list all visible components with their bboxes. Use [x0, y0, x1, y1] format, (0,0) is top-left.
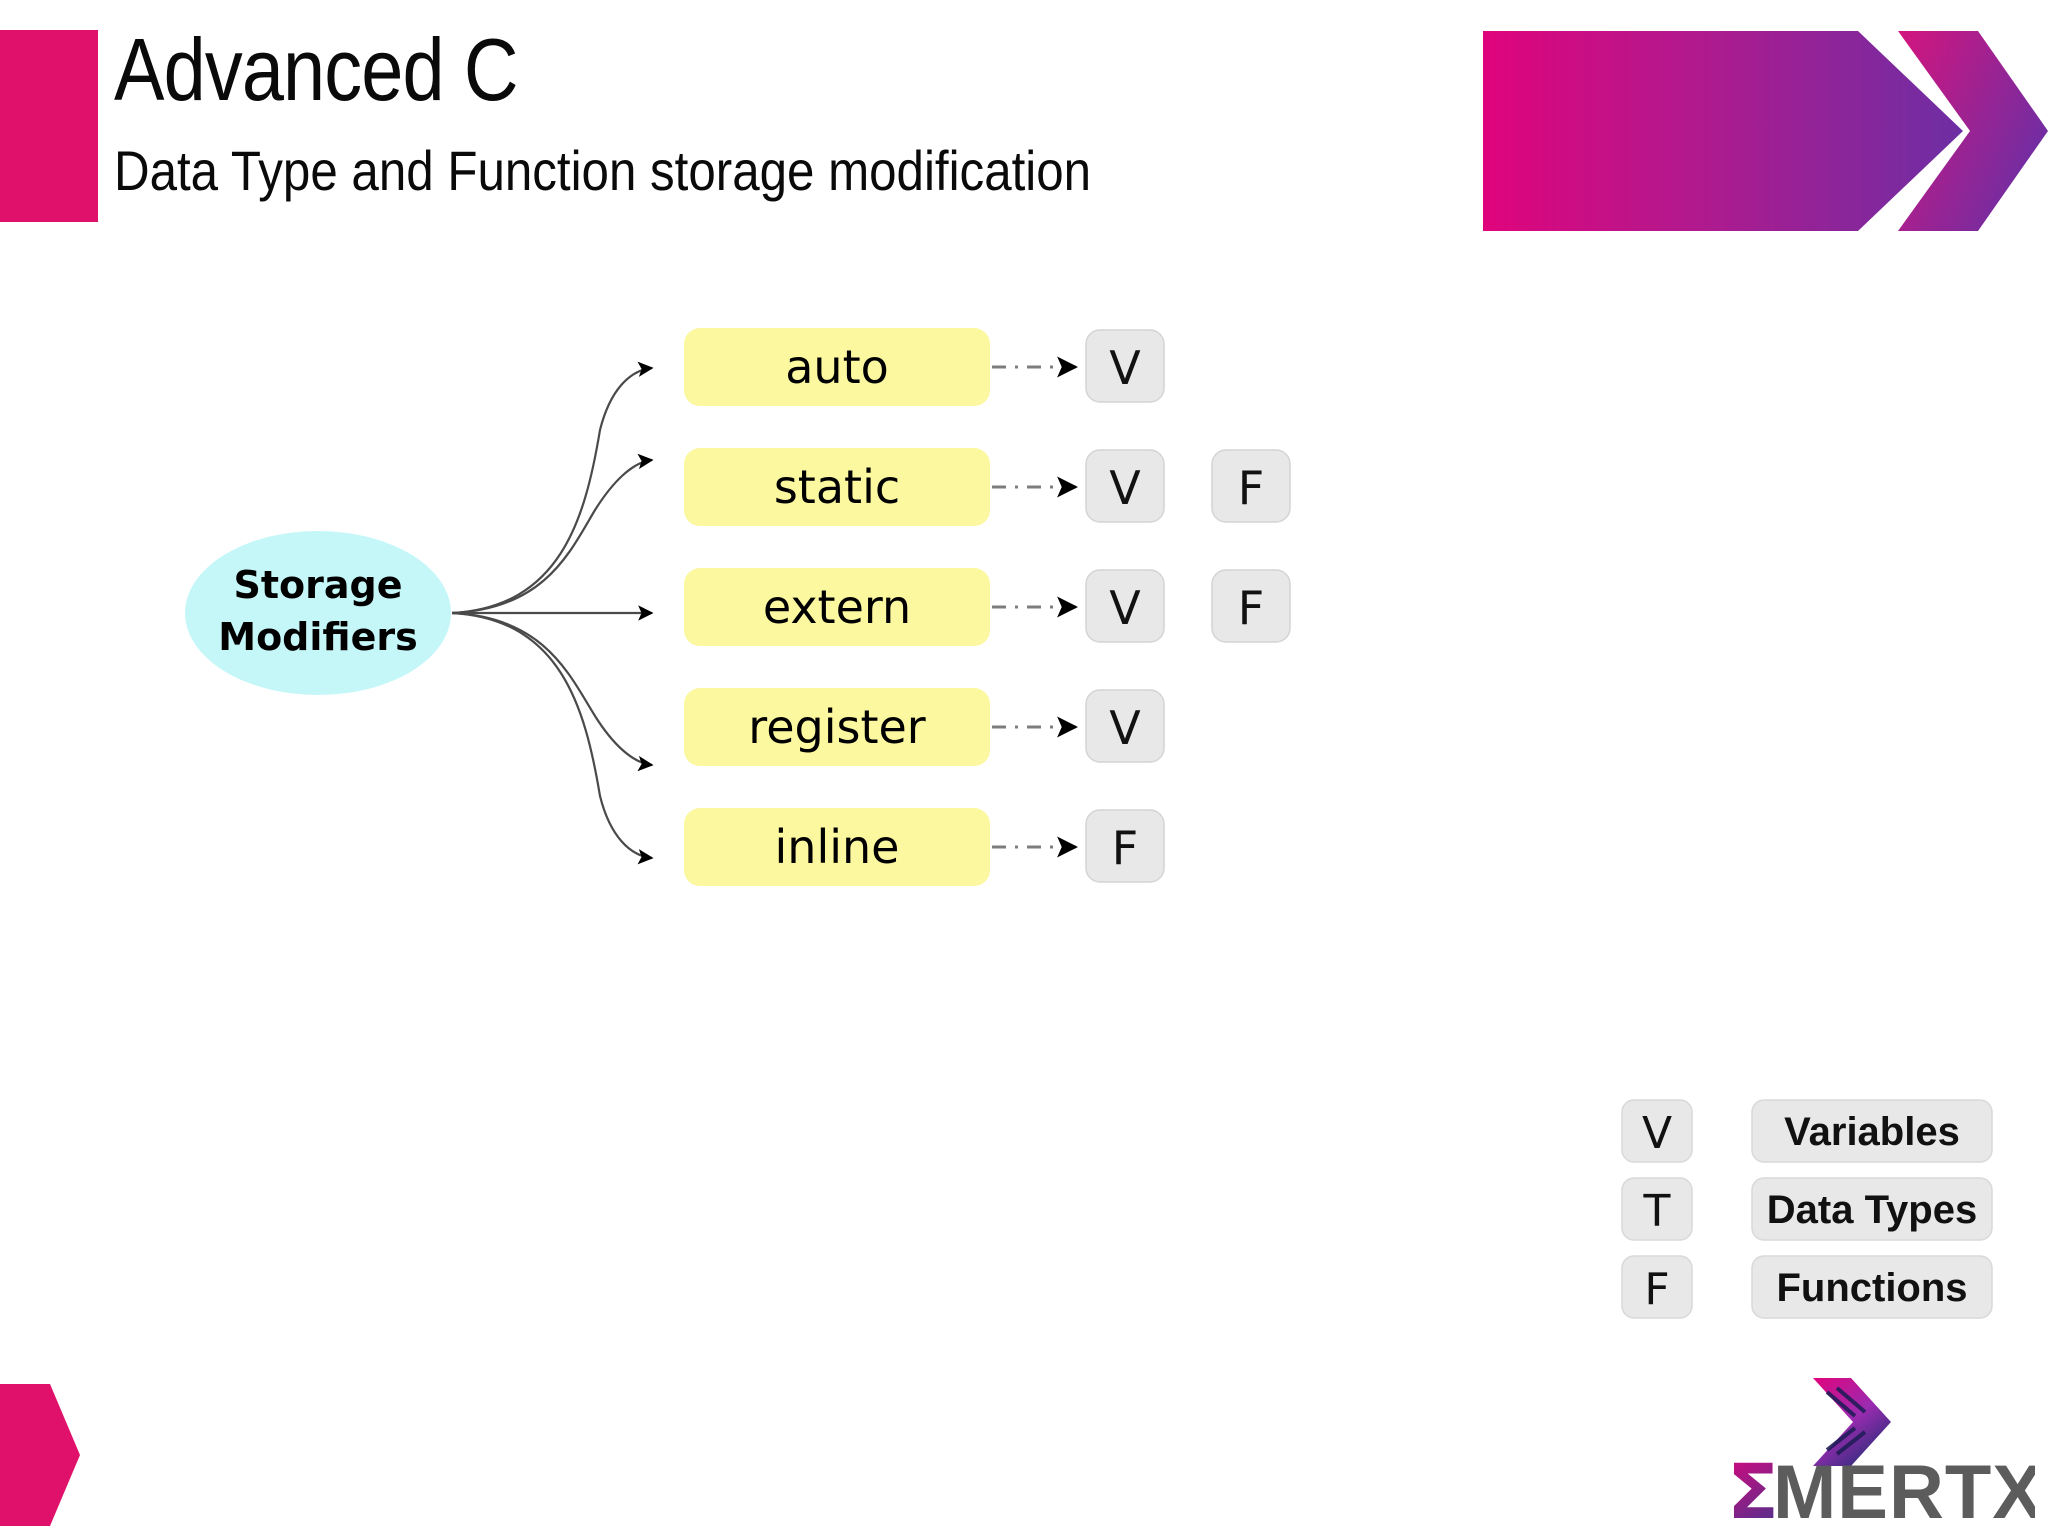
badge-auto-v[interactable]: V: [1085, 329, 1165, 403]
keyword-box-extern-label: extern: [763, 580, 911, 634]
page-subtitle: Data Type and Function storage modificat…: [114, 139, 1092, 202]
legend-label-variables: Variables: [1784, 1110, 1960, 1154]
badge-static-v[interactable]: V: [1085, 449, 1165, 523]
banner-chevron: [1898, 31, 2048, 231]
legend-badge-v: [1621, 1099, 1693, 1163]
badge-inline-f[interactable]: F: [1085, 809, 1165, 883]
badge-extern-v[interactable]: V: [1085, 569, 1165, 643]
header-banner-arrow: [1483, 31, 2048, 231]
badge-extern-f-label: F: [1238, 581, 1264, 635]
badge-static-v-label: V: [1109, 461, 1141, 515]
root-node-label-line1: Storage: [234, 563, 403, 607]
banner-body: [1483, 31, 1963, 231]
legend-label-variables-bg: [1751, 1099, 1993, 1163]
edge-to-inline: [451, 611, 654, 865]
legend-badge-f: [1621, 1255, 1693, 1319]
legend-label-functions: Functions: [1776, 1266, 1967, 1310]
keyword-box-extern[interactable]: extern: [684, 568, 990, 646]
keyword-box-inline-label: inline: [775, 820, 900, 874]
legend-item-variables: V Variables: [1621, 1099, 1993, 1163]
badge-static-f-label: F: [1238, 461, 1264, 515]
legend-badge-t-label: T: [1643, 1186, 1671, 1237]
keyword-box-register-label: register: [748, 700, 925, 754]
root-node-label-line2: Modifiers: [218, 615, 417, 659]
badge-register-v[interactable]: V: [1085, 689, 1165, 763]
row-badges: V V F V F V F: [1085, 329, 1291, 883]
keyword-boxes: auto static extern register inline: [684, 328, 990, 886]
edge-to-auto: [451, 361, 654, 615]
emertxe-sigma-glyph: Σ: [1727, 1447, 1779, 1530]
footer-accent-arrow: [0, 1384, 80, 1526]
legend-label-data-types-bg: [1751, 1177, 1993, 1241]
keyword-box-static[interactable]: static: [684, 448, 990, 526]
emertxe-chevron-icon: [1813, 1378, 1891, 1466]
emertxe-wordmark: MERTXE: [1773, 1450, 2035, 1530]
root-node[interactable]: Storage Modifiers: [185, 531, 451, 695]
legend-badge-v-label: V: [1642, 1108, 1672, 1159]
edge-to-static: [451, 453, 654, 615]
root-node-ellipse: [185, 531, 451, 695]
legend-badge-t: [1621, 1177, 1693, 1241]
header-accent-bar: [0, 30, 98, 222]
legend-label-data-types: Data Types: [1767, 1188, 1977, 1232]
badge-extern-v-label: V: [1109, 581, 1141, 635]
badge-connectors: [992, 356, 1079, 858]
keyword-box-register[interactable]: register: [684, 688, 990, 766]
legend-badge-f-label: F: [1644, 1264, 1669, 1315]
emertxe-logo: Σ MERTXE: [1727, 1378, 2035, 1530]
page-title: Advanced C: [114, 20, 519, 119]
legend-item-functions: F Functions: [1621, 1255, 1993, 1319]
badge-auto-v-label: V: [1109, 341, 1141, 395]
badge-static-f[interactable]: F: [1211, 449, 1291, 523]
keyword-box-static-label: static: [774, 460, 900, 514]
badge-register-v-label: V: [1109, 701, 1141, 755]
keyword-box-auto-label: auto: [785, 340, 889, 394]
edge-to-register: [451, 611, 654, 772]
badge-inline-f-label: F: [1112, 821, 1138, 875]
badge-extern-f[interactable]: F: [1211, 569, 1291, 643]
legend-label-functions-bg: [1751, 1255, 1993, 1319]
keyword-box-inline[interactable]: inline: [684, 808, 990, 886]
legend: V Variables T Data Types F Functions: [1621, 1099, 1993, 1319]
keyword-box-auto[interactable]: auto: [684, 328, 990, 406]
connector-edges: [451, 361, 654, 865]
legend-item-data-types: T Data Types: [1621, 1177, 1993, 1241]
